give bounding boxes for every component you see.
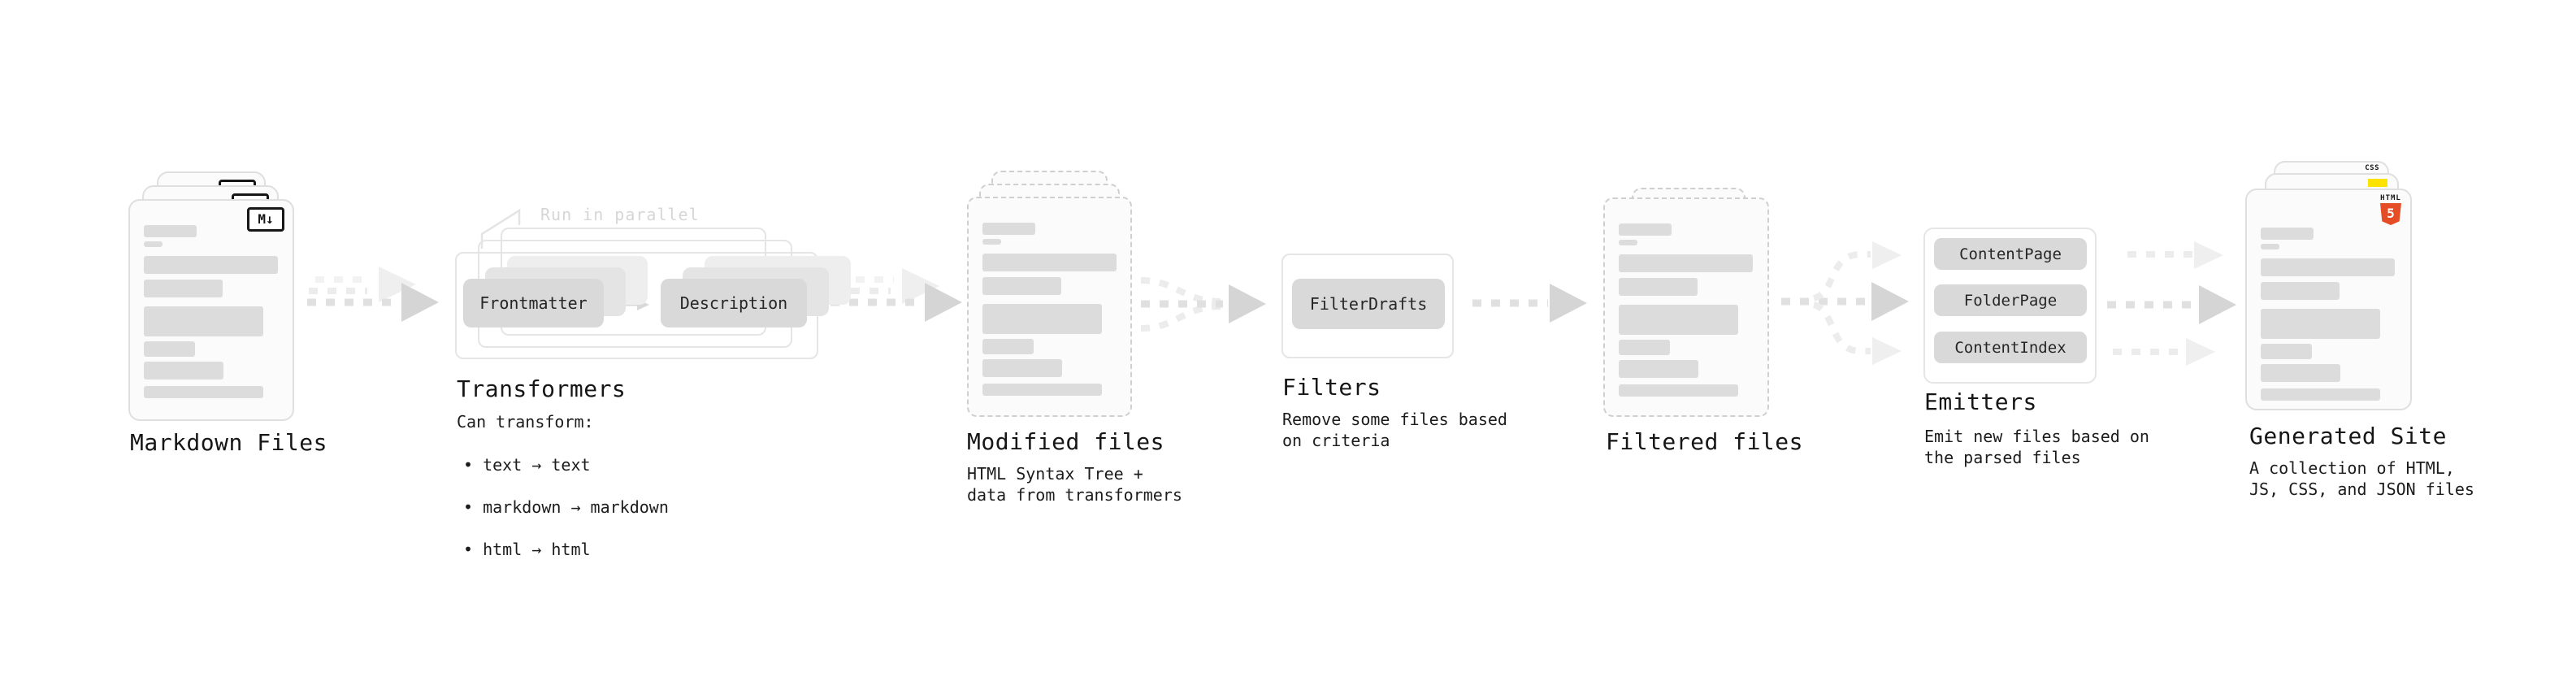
document-content-placeholder: [982, 223, 1117, 396]
filterdrafts-pill: FilterDrafts: [1292, 279, 1445, 329]
transformers-label: Transformers: [457, 375, 627, 402]
filtered-files-label: Filtered files: [1606, 428, 1804, 455]
transformers-desc-title: Can transform:: [457, 412, 594, 432]
contentpage-pill: ContentPage: [1934, 238, 2087, 270]
generated-site-label: Generated Site: [2249, 423, 2448, 449]
run-in-parallel-note: Run in parallel: [540, 205, 700, 224]
html5-icon: HTML 5: [2379, 194, 2402, 225]
modified-file-card-front: [967, 197, 1132, 417]
arrow-emitters-to-site: [2107, 241, 2236, 366]
site-file-card-front: HTML 5: [2245, 189, 2412, 410]
document-content-placeholder: [144, 225, 278, 398]
arrow-modified-to-filters-merge: [1140, 277, 1266, 332]
arrow-filters-to-filtered: [1472, 284, 1587, 323]
bullet-item: • text → text: [463, 455, 591, 475]
markdown-file-card-front: M↓: [128, 199, 294, 421]
modified-files-label: Modified files: [967, 428, 1165, 455]
folderpage-pill: FolderPage: [1934, 284, 2087, 316]
contentindex-pill: ContentIndex: [1934, 332, 2087, 363]
frontmatter-pill: Frontmatter: [463, 279, 604, 327]
markdown-icon: M↓: [247, 207, 284, 232]
emitters-desc: Emit new files based on the parsed files: [1924, 427, 2149, 467]
filtered-file-card-front: [1603, 197, 1769, 417]
emitters-label: Emitters: [1924, 388, 2037, 415]
arrow-markdown-to-transformers: [307, 267, 439, 322]
document-content-placeholder: [2261, 228, 2395, 401]
description-pill: Description: [661, 279, 807, 327]
filters-desc: Remove some files based on criteria: [1282, 410, 1507, 450]
filters-box: [1281, 254, 1454, 358]
transformers-bullet-list: • text → text • markdown → markdown • ht…: [463, 433, 669, 581]
generated-site-desc: A collection of HTML, JS, CSS, and JSON …: [2249, 458, 2474, 499]
filters-label: Filters: [1282, 374, 1381, 401]
emitters-box: [1923, 228, 2097, 384]
bullet-item: • html → html: [463, 540, 591, 559]
modified-files-desc: HTML Syntax Tree + data from transformer…: [967, 464, 1182, 505]
markdown-files-label: Markdown Files: [130, 429, 328, 456]
document-content-placeholder: [1619, 223, 1753, 397]
javascript-icon: [2368, 179, 2387, 187]
arrow-filtered-to-emitters-fork: [1781, 241, 1909, 365]
bullet-item: • markdown → markdown: [463, 497, 669, 517]
